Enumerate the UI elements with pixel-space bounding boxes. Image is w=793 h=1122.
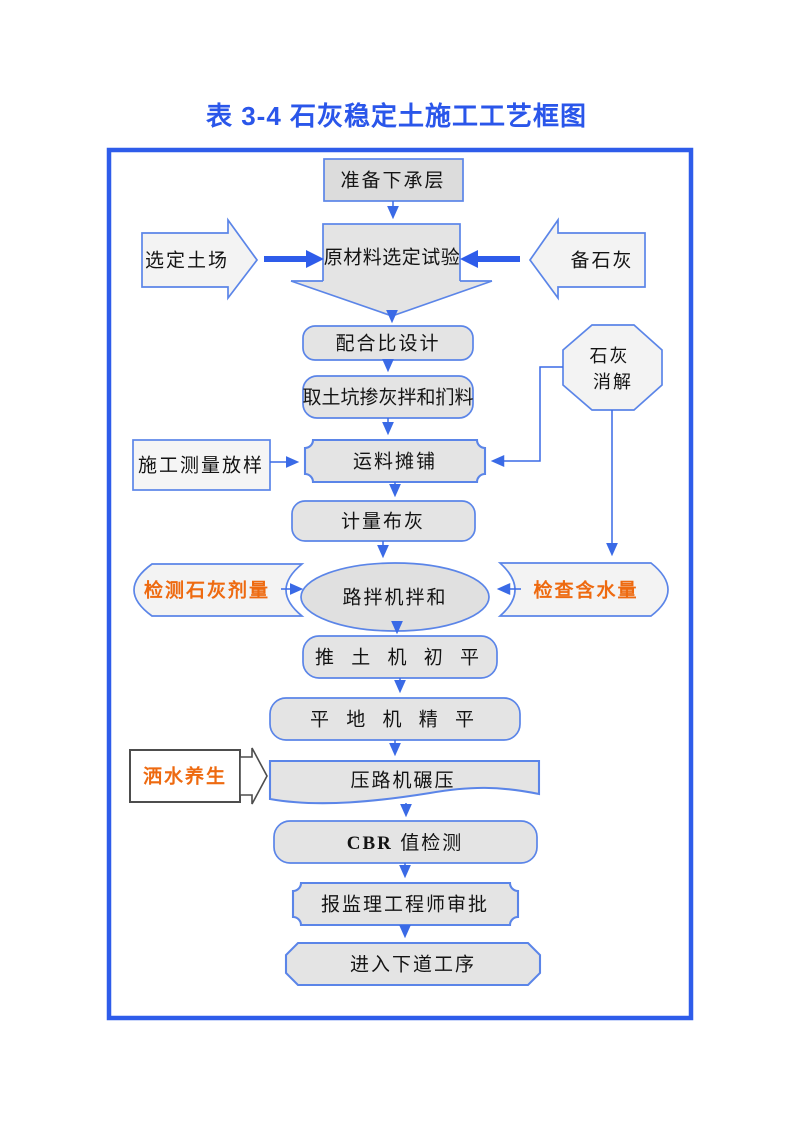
- flowchart-border: [106, 147, 694, 1021]
- node-bulldozer-label: 推 土 机 初 平: [315, 647, 485, 669]
- node-prepare-subgrade: 准备下承层: [323, 158, 464, 202]
- node-bulldozer-rough-leveling: 推 土 机 初 平: [302, 635, 498, 679]
- node-prepare-lime-label: 备石灰: [570, 250, 633, 272]
- node-haul-spread: 运料摊铺: [303, 438, 487, 484]
- node-pit-lime-mixing-label: 取土坑掺灰拌和扪料: [302, 387, 473, 409]
- node-raw-material-test: 原材料选定试验: [322, 223, 461, 285]
- node-check-water-content-label: 检查含水量: [533, 579, 638, 602]
- node-survey-layout: 施工测量放样: [132, 439, 271, 491]
- page-title: 表 3-4 石灰稳定土施工工艺框图: [205, 101, 588, 131]
- node-supervisor-approval-label: 报监理工程师审批: [321, 894, 489, 916]
- node-supervisor-approval: 报监理工程师审批: [291, 881, 520, 927]
- node-lime-slaking-label: 石灰 消解: [589, 346, 636, 392]
- node-check-lime-dosage-label: 检测石灰剂量: [144, 579, 270, 602]
- node-survey-layout-label: 施工测量放样: [138, 455, 264, 477]
- node-roller-compaction-label: 压路机碾压: [350, 770, 455, 792]
- node-cbr-test-label: CBR 值检测: [347, 832, 463, 854]
- node-enter-next-process: 进入下道工序: [284, 941, 542, 987]
- node-measure-spread-lime-label: 计量布灰: [341, 511, 425, 533]
- node-cbr-test: CBR 值检测: [273, 820, 538, 864]
- big-down-arrow: [290, 280, 493, 317]
- thick-arrow-soil-to-test: [264, 250, 324, 268]
- node-water-curing: 洒水养生: [129, 747, 268, 805]
- node-raw-material-test-label: 原材料选定试验: [324, 247, 461, 269]
- node-pit-lime-mixing: 取土坑掺灰拌和扪料: [302, 375, 474, 419]
- node-measure-spread-lime: 计量布灰: [291, 500, 476, 542]
- node-grader-label: 平 地 机 精 平: [310, 709, 480, 731]
- node-mix-ratio-design-label: 配合比设计: [335, 333, 440, 355]
- node-check-lime-dosage: 检测石灰剂量: [133, 563, 305, 617]
- node-enter-next-process-label: 进入下道工序: [350, 954, 476, 976]
- node-select-soil-site-label: 选定土场: [145, 250, 229, 272]
- node-lime-slaking: 石灰 消解: [562, 324, 663, 411]
- node-prepare-subgrade-label: 准备下承层: [340, 170, 445, 192]
- node-mix-ratio-design: 配合比设计: [302, 325, 474, 361]
- node-prepare-lime: 备石灰: [528, 217, 646, 301]
- node-haul-spread-label: 运料摊铺: [353, 451, 437, 473]
- thick-arrow-lime-to-test: [460, 250, 520, 268]
- node-roller-compaction: 压路机碾压: [268, 759, 541, 805]
- node-select-soil-site: 选定土场: [141, 217, 259, 301]
- node-road-mixer-mixing: 路拌机拌和: [300, 562, 490, 632]
- node-grader-fine-leveling: 平 地 机 精 平: [269, 697, 521, 741]
- node-road-mixer-mixing-label: 路拌机拌和: [342, 587, 447, 609]
- node-check-water-content: 检查含水量: [497, 562, 669, 617]
- arrow-slaking-to-haul: [490, 366, 563, 467]
- node-water-curing-label: 洒水养生: [143, 765, 227, 788]
